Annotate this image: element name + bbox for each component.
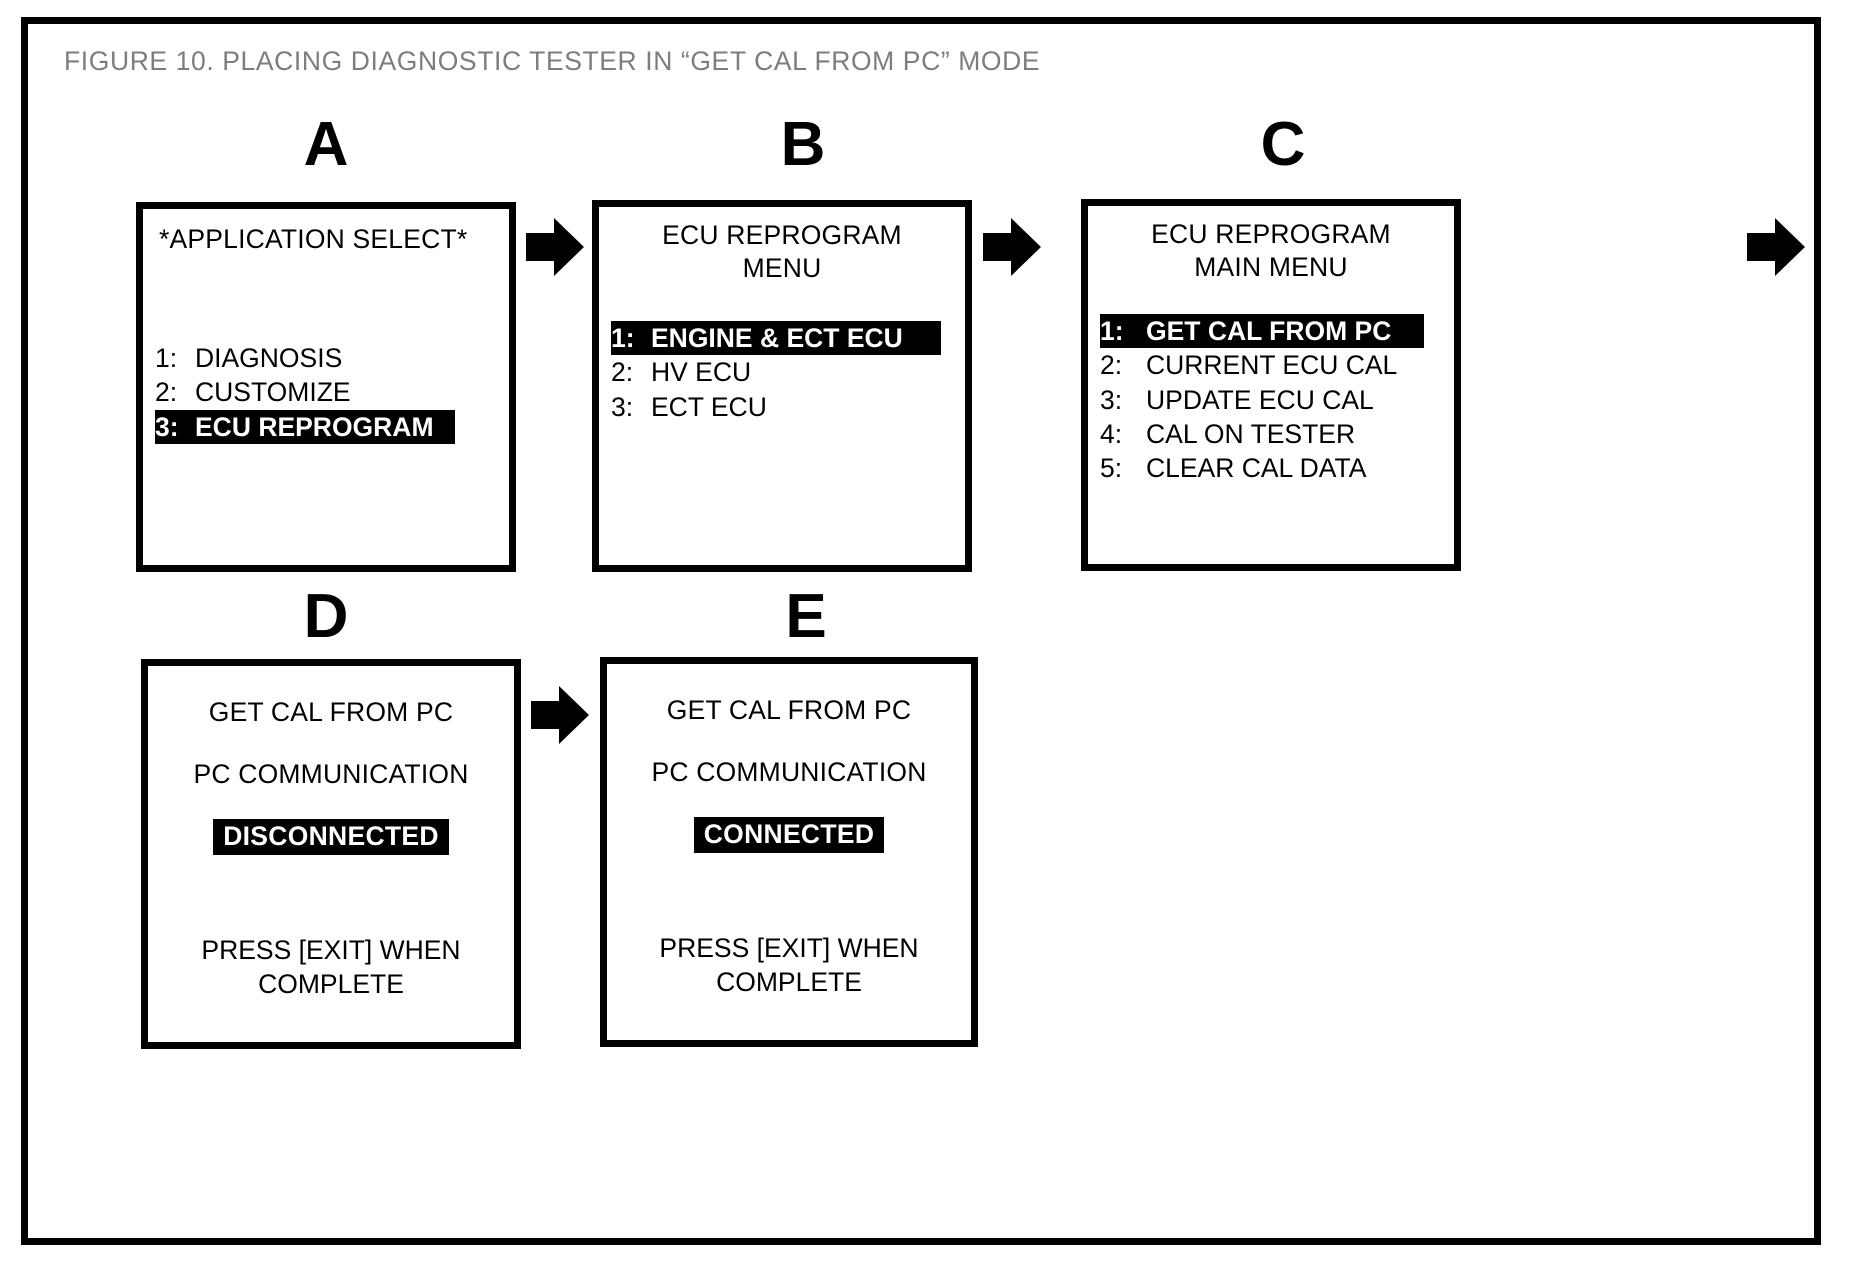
screen-panel-d: GET CAL FROM PC PC COMMUNICATION DISCONN… [141, 659, 521, 1049]
menu-item-get-cal-from-pc[interactable]: 1: GET CAL FROM PC [1100, 314, 1424, 349]
screen-e-status-line: CONNECTED [607, 817, 971, 853]
menu-item-number: 1: [1100, 316, 1124, 346]
menu-item-label: CURRENT ECU CAL [1146, 350, 1398, 381]
figure-frame: FIGURE 10. PLACING DIAGNOSTIC TESTER IN … [21, 17, 1821, 1245]
figure-title: FIGURE 10. PLACING DIAGNOSTIC TESTER IN … [64, 46, 1041, 76]
menu-item-diagnosis[interactable]: 1: DIAGNOSIS [155, 341, 455, 375]
menu-item-cal-on-tester[interactable]: 4: CAL ON TESTER [1100, 417, 1424, 451]
panel-letter-a: A [303, 110, 349, 179]
screen-panel-a: *APPLICATION SELECT* 1: DIAGNOSIS 2: CUS… [136, 202, 516, 572]
menu-item-label: GET CAL FROM PC [1146, 316, 1392, 346]
menu-item-number: 1: [155, 343, 178, 373]
menu-item-hv-ecu[interactable]: 2: HV ECU [611, 355, 941, 389]
menu-item-label: ENGINE & ECT ECU [651, 323, 903, 353]
screen-e-title-line-1: GET CAL FROM PC [666, 695, 912, 725]
menu-item-ect-ecu[interactable]: 3: ECT ECU [611, 390, 941, 424]
menu-item-label: UPDATE ECU CAL [1146, 384, 1374, 415]
menu-item-number: 2: [1100, 350, 1123, 381]
panel-letter-e: E [785, 582, 827, 651]
menu-item-label: HV ECU [651, 357, 752, 388]
menu-item-label: ECU REPROGRAM [195, 411, 434, 442]
panel-letter-c: C [1260, 110, 1306, 179]
screen-d-footer: PRESS [EXIT] WHEN COMPLETE [148, 934, 514, 1001]
menu-item-label: CLEAR CAL DATA [1146, 453, 1367, 484]
screen-e-footer-line-1: PRESS [EXIT] WHEN [659, 933, 919, 963]
panel-letter-d: D [303, 582, 349, 651]
screen-d-subtitle: PC COMMUNICATION [193, 759, 469, 789]
menu-item-clear-cal-data[interactable]: 5: CLEAR CAL DATA [1100, 451, 1424, 485]
screen-e-footer-line-2: COMPLETE [716, 966, 862, 997]
menu-item-label: DIAGNOSIS [195, 343, 343, 373]
menu-item-update-ecu-cal[interactable]: 3: UPDATE ECU CAL [1100, 383, 1424, 417]
screen-b-title-line-1: ECU REPROGRAM [662, 220, 902, 250]
menu-item-engine-ect-ecu[interactable]: 1: ENGINE & ECT ECU [611, 321, 941, 356]
arrow-c-to-d-icon [1747, 216, 1805, 278]
screen-c-title-line-1: ECU REPROGRAM [1151, 219, 1391, 249]
menu-item-number: 1: [611, 323, 635, 353]
arrow-a-to-b-icon [526, 216, 584, 278]
menu-item-number: 4: [1100, 418, 1123, 449]
screen-a-title-line-1: *APPLICATION SELECT* [159, 224, 468, 254]
screen-panel-c: ECU REPROGRAM MAIN MENU 1: GET CAL FROM … [1081, 199, 1461, 571]
screen-d-status-line: DISCONNECTED [148, 819, 514, 855]
status-badge-connected: CONNECTED [693, 817, 885, 853]
arrow-b-to-c-icon [983, 216, 1041, 278]
screen-c-title-line-2: MAIN MENU [1194, 252, 1348, 282]
menu-item-current-ecu-cal[interactable]: 2: CURRENT ECU CAL [1100, 348, 1424, 382]
screen-d-footer-line-2: COMPLETE [258, 968, 404, 999]
menu-item-number: 3: [611, 391, 634, 422]
menu-item-ecu-reprogram[interactable]: 3: ECU REPROGRAM [155, 409, 455, 444]
menu-item-number: 2: [611, 357, 634, 388]
menu-item-label: CAL ON TESTER [1146, 418, 1356, 449]
panel-letter-b: B [780, 110, 826, 179]
screen-e-subtitle: PC COMMUNICATION [651, 757, 927, 787]
screen-panel-e: GET CAL FROM PC PC COMMUNICATION CONNECT… [600, 657, 978, 1047]
arrow-d-to-e-icon [531, 684, 589, 746]
menu-panel-c: 1: GET CAL FROM PC 2: CURRENT ECU CAL 3:… [1088, 314, 1454, 486]
menu-item-number: 5: [1100, 453, 1123, 484]
screen-d-title-line-1: GET CAL FROM PC [208, 697, 454, 727]
screen-panel-b: ECU REPROGRAM MENU 1: ENGINE & ECT ECU 2… [592, 200, 972, 572]
screen-e-footer: PRESS [EXIT] WHEN COMPLETE [607, 932, 971, 999]
menu-item-number: 2: [155, 377, 178, 408]
menu-item-customize[interactable]: 2: CUSTOMIZE [155, 375, 455, 409]
menu-item-number: 3: [1100, 384, 1123, 415]
menu-item-label: CUSTOMIZE [195, 377, 351, 408]
menu-item-number: 3: [155, 411, 179, 442]
menu-panel-b: 1: ENGINE & ECT ECU 2: HV ECU 3: ECT ECU [599, 321, 965, 424]
status-badge-disconnected: DISCONNECTED [213, 819, 449, 855]
screen-d-footer-line-1: PRESS [EXIT] WHEN [201, 935, 461, 965]
menu-panel-a: 1: DIAGNOSIS 2: CUSTOMIZE 3: ECU REPROGR… [143, 341, 509, 444]
menu-item-label: ECT ECU [651, 391, 767, 422]
screen-b-title-line-2: MENU [742, 253, 822, 283]
